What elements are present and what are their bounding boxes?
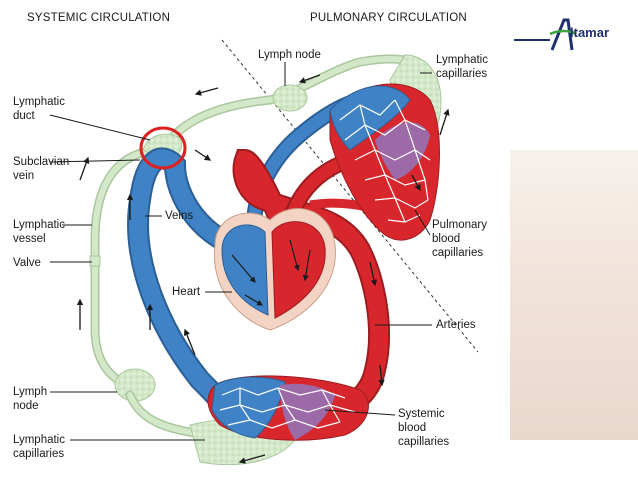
- label-lymphatic-capillaries-right: Lymphatic capillaries: [436, 54, 488, 80]
- header-pulmonary-circulation: PULMONARY CIRCULATION: [310, 12, 467, 24]
- pulmonary-capillary-bed: [329, 83, 440, 241]
- label-lymphatic-capillaries-left: Lymphatic capillaries: [13, 434, 65, 460]
- background-photo: [510, 150, 638, 440]
- header-systemic-circulation: SYSTEMIC CIRCULATION: [27, 12, 171, 24]
- label-lymph-node-left: Lymph node: [13, 386, 48, 412]
- label-lymphatic-vessel: Lymphatic vessel: [13, 219, 65, 245]
- label-lymphatic-duct: Lymphatic duct: [13, 96, 65, 122]
- lymphatic-system: [89, 54, 442, 466]
- systemic-capillary-bed: [207, 375, 369, 441]
- flow-arrows: [76, 74, 450, 464]
- lymph-node-top: [272, 84, 308, 112]
- heart: [213, 208, 336, 331]
- label-arteries: Arteries: [436, 319, 476, 331]
- label-lymph-node-top: Lymph node: [258, 49, 321, 61]
- label-systemic-blood-capillaries: Systemic blood capillaries: [398, 408, 450, 448]
- altamar-logo: [514, 18, 577, 51]
- leader-lines: [49, 62, 432, 441]
- altamar-logo-text: ltamar: [570, 25, 610, 40]
- valve-mark: [89, 255, 101, 267]
- label-subclavian-vein: Subclavian vein: [13, 156, 70, 182]
- label-veins: Veins: [165, 210, 194, 222]
- label-valve: Valve: [13, 257, 41, 269]
- divider-dashed-line: [221, 39, 479, 353]
- highlight-circle: [139, 126, 187, 170]
- label-pulmonary-blood-capillaries: Pulmonary blood capillaries: [432, 219, 487, 259]
- label-heart: Heart: [172, 286, 201, 298]
